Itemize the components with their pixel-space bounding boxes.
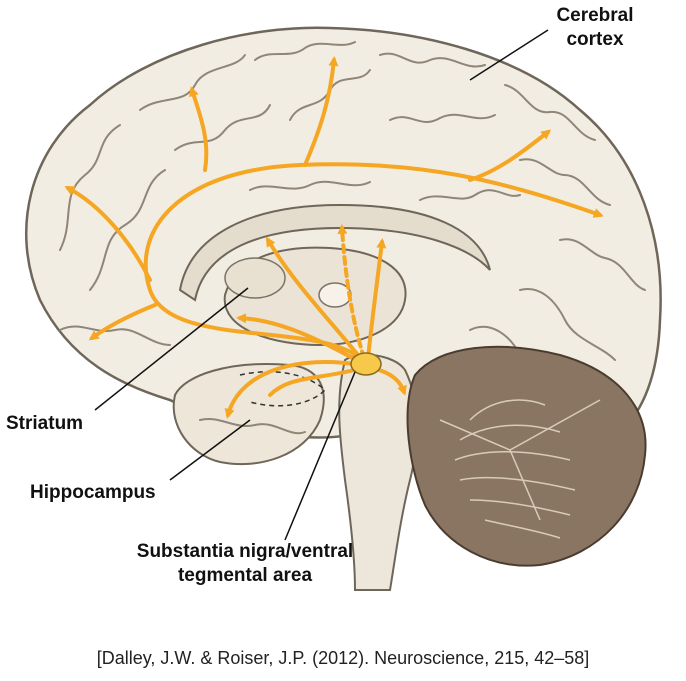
label-sn-line1: Substantia nigra/ventral xyxy=(136,541,354,562)
striatum-region xyxy=(224,257,286,299)
pathway-dorsal-2 xyxy=(303,56,339,167)
leader-cortex xyxy=(469,29,549,81)
label-sn-line2: tegmental area xyxy=(177,565,313,586)
label-substantia-nigra: Substantia nigra/ventral tegmental area xyxy=(100,540,390,588)
label-cerebral-cortex: Cerebral cortex xyxy=(545,4,645,52)
pathway-frontal-lower xyxy=(88,303,157,341)
label-hippocampus: Hippocampus xyxy=(30,482,156,503)
leader-sn-vta xyxy=(284,371,356,541)
pathway-striatal-3 xyxy=(366,238,387,360)
pathway-hippocampal xyxy=(224,360,362,419)
pathway-cortical-arc xyxy=(143,162,604,362)
pathway-dorsal-1 xyxy=(189,86,209,172)
corpus-callosum xyxy=(178,203,491,302)
cerebellum xyxy=(406,345,647,567)
label-striatum: Striatum xyxy=(6,413,84,434)
pathway-striatal-1 xyxy=(265,236,364,362)
leader-striatum xyxy=(94,287,249,411)
dopamine-pathways xyxy=(64,56,604,419)
substantia-nigra-nucleus xyxy=(350,352,382,376)
pathway-parietal xyxy=(468,129,552,182)
citation: [Dalley, J.W. & Roiser, J.P. (2012). Neu… xyxy=(96,648,590,668)
pathway-frontal-pole xyxy=(64,186,152,282)
cerebellum-folia xyxy=(439,399,601,539)
leader-hippocampus xyxy=(169,419,251,481)
label-cerebral-cortex-line1: Cerebral xyxy=(556,5,634,26)
brainstem xyxy=(338,353,418,591)
pathway-amygdala xyxy=(268,366,364,397)
pathway-mesolimbic-1 xyxy=(236,313,362,364)
pathway-striatal-2 xyxy=(337,224,366,360)
cortical-sulci xyxy=(59,41,646,435)
label-leader-lines xyxy=(94,29,549,541)
temporal-lobe xyxy=(172,363,325,466)
label-cerebral-cortex-line2: cortex xyxy=(566,29,624,50)
